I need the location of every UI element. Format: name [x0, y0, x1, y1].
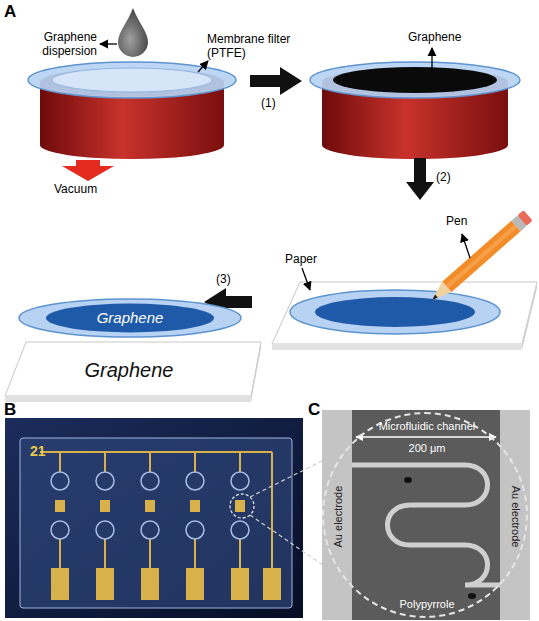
chip-well — [186, 472, 204, 490]
membrane-filter — [28, 62, 236, 98]
serpentine-channel — [352, 465, 500, 585]
chip-well — [96, 472, 114, 490]
scale-label: Microfluidic channel — [324, 420, 530, 433]
leader-arrow — [462, 234, 470, 258]
paper-sheet: Graphene — [4, 341, 262, 403]
zoom-marker — [230, 494, 254, 518]
glass-chip — [20, 438, 292, 608]
step-number: (2) — [436, 170, 451, 184]
membrane-filter — [290, 290, 500, 334]
electrode-label: Au electrode — [508, 455, 521, 579]
dimension-line — [356, 436, 496, 437]
material-text: Graphene — [18, 309, 242, 327]
paper-edge — [522, 282, 537, 350]
step-number: (1) — [261, 96, 276, 110]
contact-pad — [141, 568, 159, 600]
contact-pad — [231, 568, 249, 600]
membrane-filter — [19, 299, 241, 337]
step-number: (3) — [216, 272, 231, 286]
chip-number: 21 — [30, 443, 46, 460]
panel-letter: C — [308, 400, 320, 420]
membrane-inner — [52, 68, 212, 92]
chip-well — [51, 472, 69, 490]
chip-well — [51, 521, 69, 539]
electrode-pad — [190, 500, 200, 512]
contact-pad — [51, 568, 69, 600]
process-label: Vacuum — [54, 182, 97, 196]
dispersion-drop — [118, 8, 148, 57]
dimension-label: 200 μm — [324, 442, 530, 455]
zoom-circle: Microfluidic channel 200 μmAu electrode Au… — [322, 412, 528, 618]
paper-edge — [251, 342, 261, 402]
paper-face — [5, 342, 261, 396]
au-electrode — [500, 410, 530, 620]
electrode-pad — [145, 500, 155, 512]
debris-spot — [404, 477, 412, 483]
chip-well — [186, 521, 204, 539]
leader-arrow — [431, 48, 432, 72]
part-label: Membrane filter (PTFE) — [207, 32, 302, 61]
contact-pad — [263, 568, 281, 600]
electrode-pad — [55, 500, 65, 512]
debris-spot — [468, 593, 476, 599]
vacuum-arrow — [62, 160, 114, 181]
leader-arrow — [302, 268, 310, 290]
pencil-eraser — [517, 210, 532, 226]
electrode-pad — [100, 500, 110, 512]
au-electrode — [322, 410, 352, 620]
leader-arrow — [100, 43, 117, 44]
chip-well — [96, 521, 114, 539]
membrane-ellipse: Graphene — [18, 298, 242, 338]
electrode-label: Au electrode — [332, 455, 345, 579]
pencil-highlight — [446, 224, 518, 288]
membrane-filter — [310, 62, 520, 98]
paper-sheet — [272, 282, 537, 344]
step-arrow — [406, 158, 434, 200]
panel-letter: A — [4, 2, 16, 22]
contact-pad — [96, 568, 114, 600]
chip-well — [141, 521, 159, 539]
tool-label: Pen — [446, 214, 467, 228]
chip-photo — [5, 418, 303, 618]
written-text: Graphene — [4, 358, 254, 382]
chip-well — [231, 521, 249, 539]
pencil-body — [442, 221, 520, 292]
leader-arrow — [198, 61, 208, 72]
graphene-film — [315, 297, 475, 327]
chip-well — [231, 472, 249, 490]
graphene-film — [333, 67, 497, 93]
paper-edge — [272, 344, 522, 350]
material-label: Graphene dispersion — [2, 30, 97, 59]
polymer-label: Polypyrrole — [324, 598, 530, 611]
micrograph — [322, 410, 530, 620]
material-label: Graphene — [408, 30, 461, 44]
paper-edge — [5, 396, 251, 402]
pencil-lead — [431, 294, 438, 301]
chip-well — [141, 472, 159, 490]
substrate-label: Paper — [285, 252, 317, 266]
step-arrow — [250, 67, 302, 95]
contact-pad — [186, 568, 204, 600]
electrode-pad — [235, 500, 245, 512]
panel-letter: B — [4, 400, 16, 420]
gold-trace — [40, 452, 272, 568]
